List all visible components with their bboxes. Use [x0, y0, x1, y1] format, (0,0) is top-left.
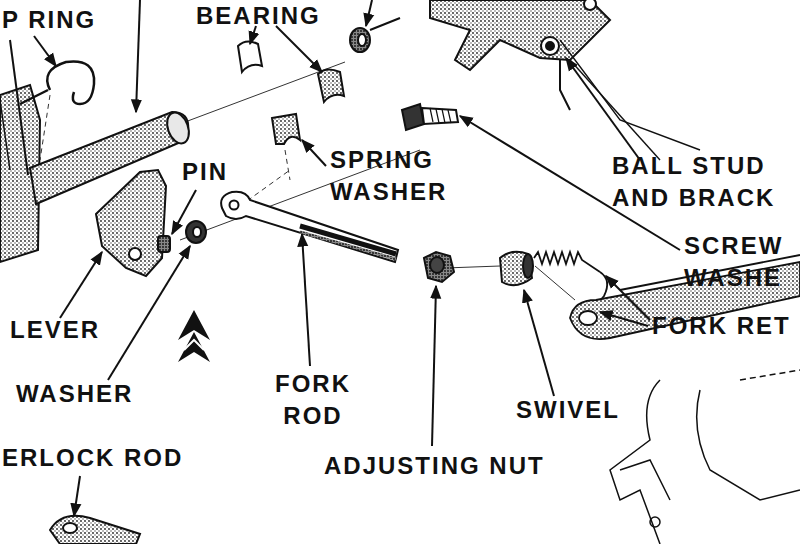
adjusting-nut — [424, 252, 454, 282]
housing — [610, 370, 800, 544]
part-label: SCREW WASHE — [684, 230, 796, 294]
center-lines — [40, 62, 575, 300]
ball-stud-bracket — [430, 0, 700, 160]
leader-lines — [34, 0, 680, 516]
part-label: ADJUSTING NUT — [324, 450, 545, 482]
part-label: FORK ROD — [268, 368, 358, 432]
part-label: LEVER — [10, 314, 100, 346]
part-label: P RING — [2, 4, 96, 36]
swivel — [500, 252, 533, 285]
part-label: PIN — [182, 156, 228, 188]
screw — [402, 104, 458, 130]
interlock-rod — [50, 516, 140, 544]
part-label: FORK RET — [652, 310, 791, 342]
bearings — [238, 18, 400, 102]
part-label: SPRING WASHER — [330, 144, 470, 208]
washer — [186, 221, 206, 243]
part-label: ERLOCK ROD — [2, 442, 183, 474]
spring-washer — [272, 114, 300, 144]
lever — [96, 170, 170, 276]
part-label: BEARING — [196, 0, 321, 32]
part-label: SWIVEL — [516, 394, 620, 426]
part-label: BALL STUD AND BRACK — [612, 150, 784, 214]
snap-ring — [20, 61, 94, 104]
direction-arrow — [178, 310, 210, 362]
part-label: WASHER — [16, 378, 133, 410]
